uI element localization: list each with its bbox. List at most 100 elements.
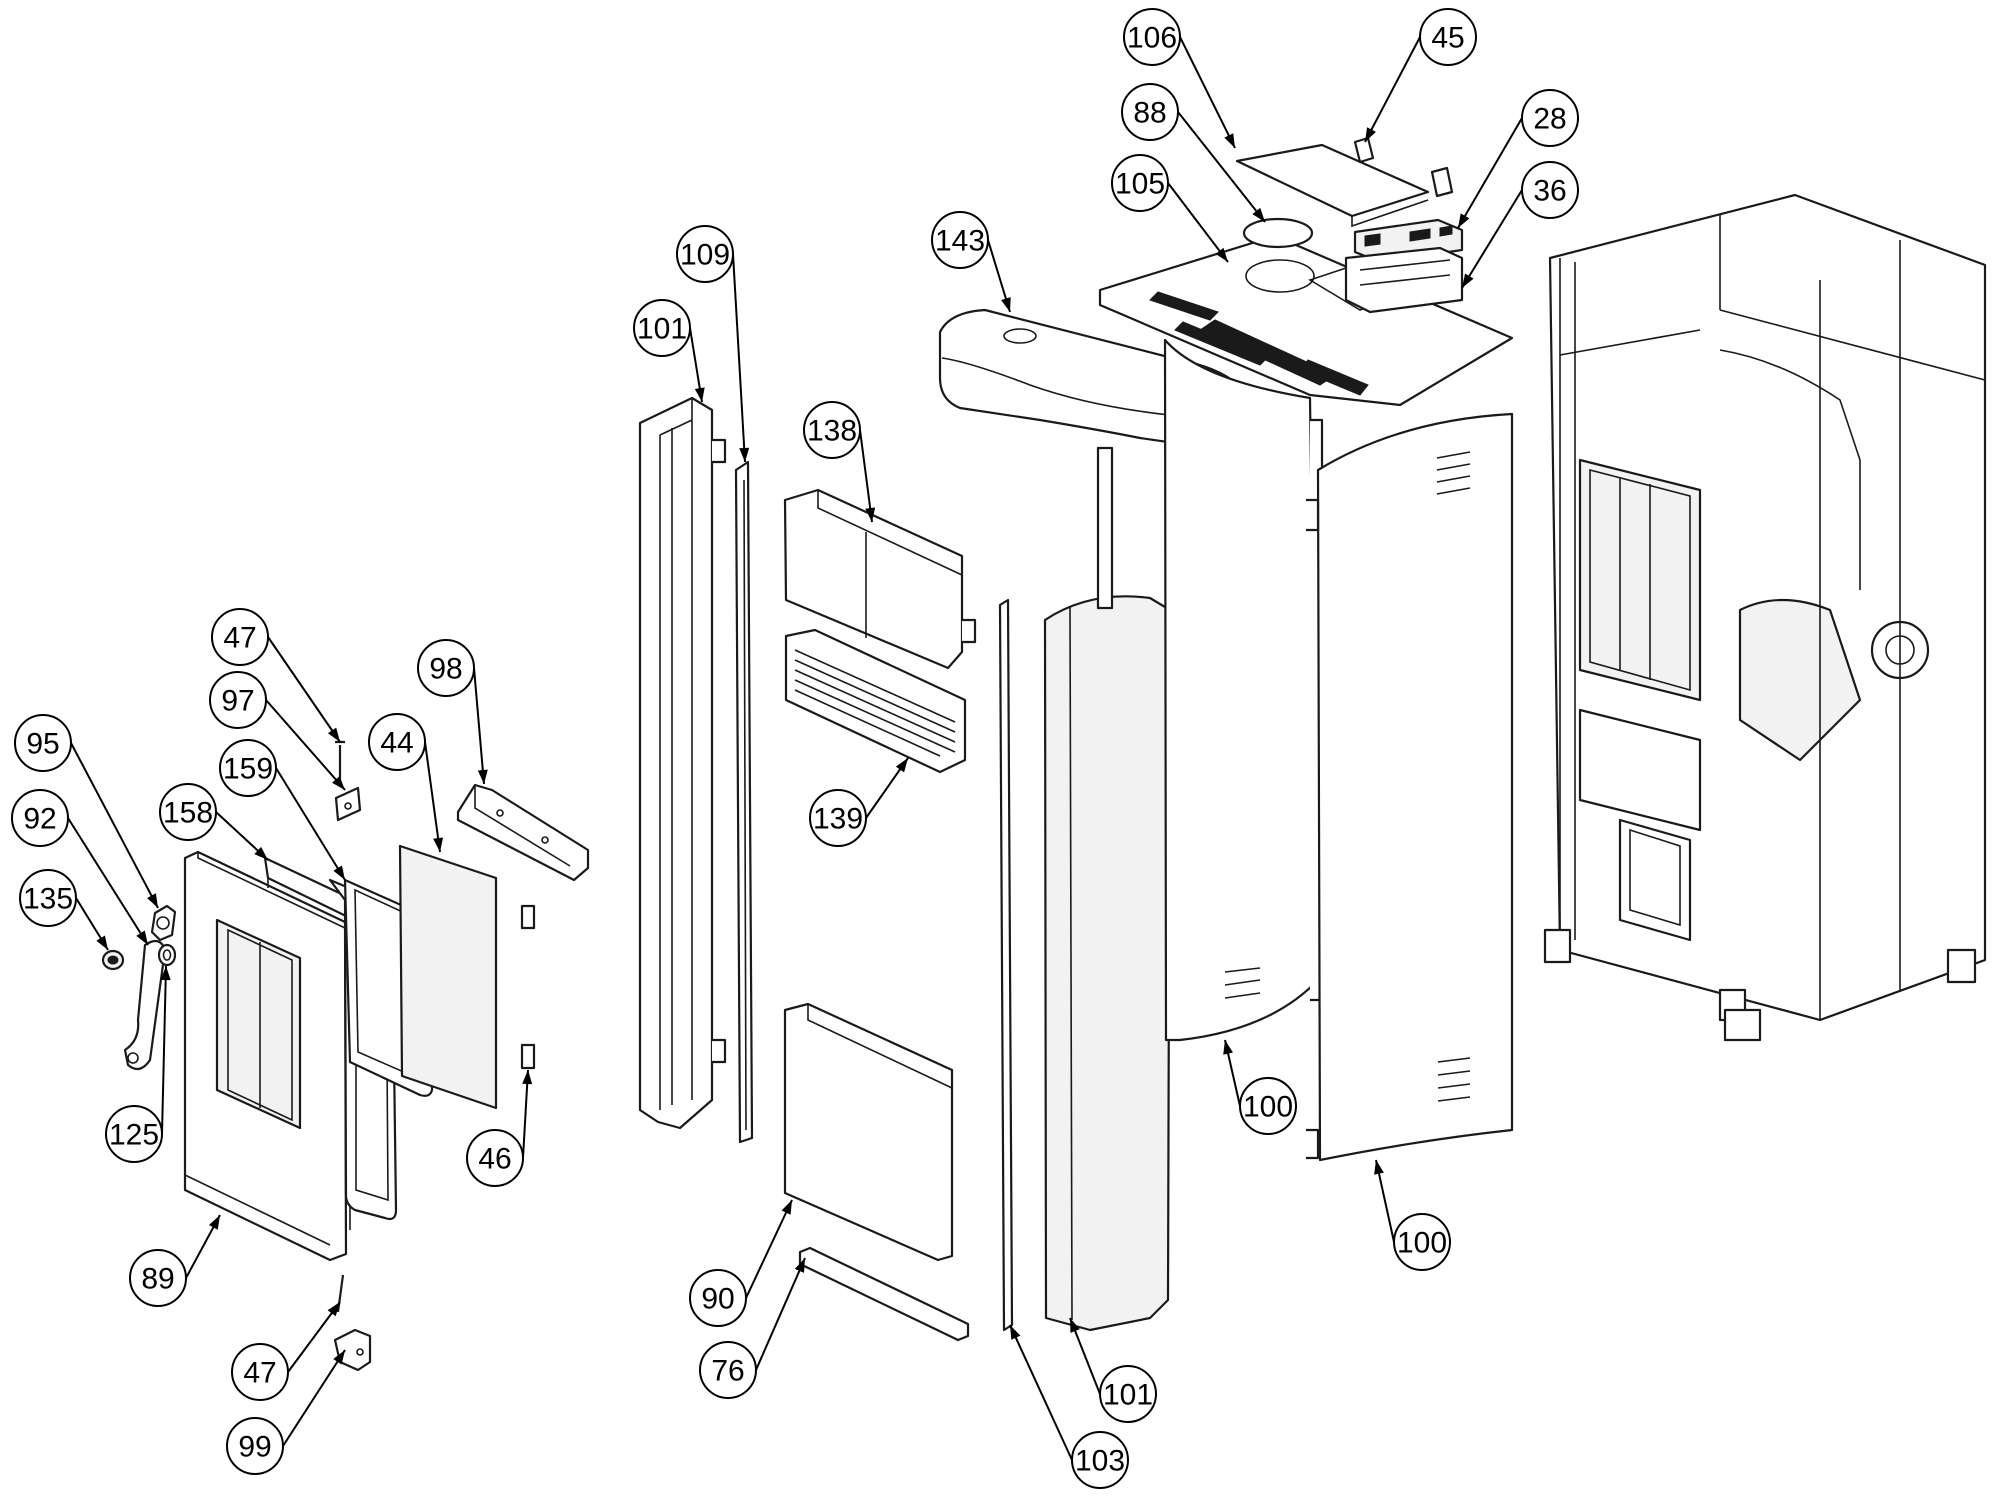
callout-label: 100 [1397, 1227, 1447, 1260]
callout-c100a: 100 [1223, 1039, 1297, 1135]
callout-c89: 89 [129, 1214, 221, 1307]
callout-circle [1099, 1365, 1157, 1423]
callout-leader [287, 1301, 341, 1373]
part-strip-103 [998, 598, 1014, 1332]
callout-arrow [1001, 297, 1011, 312]
callout-label: 158 [163, 797, 213, 830]
callout-circle [159, 783, 217, 841]
callout-label: 105 [1115, 168, 1165, 201]
callout-c97: 97 [209, 671, 346, 791]
part-pipe [1096, 446, 1114, 610]
callout-circle [11, 789, 69, 847]
callout-label: 106 [1127, 22, 1177, 55]
callout-arrow [1215, 247, 1228, 262]
callout-c135: 135 [19, 869, 109, 951]
callout-c46: 46 [466, 1069, 533, 1187]
callout-label: 138 [807, 415, 857, 448]
part-bracket-98 [456, 783, 590, 882]
part-front-column-101b [1043, 595, 1172, 1332]
callout-leader [522, 1069, 529, 1159]
callout-arrow [1462, 273, 1474, 288]
callout-circle [1071, 1431, 1129, 1489]
callout-circle [1111, 154, 1169, 212]
callout-leader [424, 741, 441, 853]
callout-c100b: 100 [1374, 1159, 1451, 1271]
callout-label: 47 [223, 622, 256, 655]
callout-arrow [865, 507, 876, 522]
callout-c109: 109 [676, 225, 750, 463]
callout-circle [105, 1105, 163, 1163]
callout-circle [417, 639, 475, 697]
callout-arrow [332, 776, 345, 790]
callout-c98: 98 [417, 639, 488, 785]
callout-circle [14, 714, 72, 772]
callout-leader [1009, 1324, 1073, 1461]
callout-arrow [1070, 1318, 1080, 1333]
callout-circle [1123, 8, 1181, 66]
callout-circle [1121, 83, 1179, 141]
part-knob-135 [101, 949, 125, 971]
callout-arrow [1223, 1040, 1233, 1055]
callout-circle [1393, 1213, 1451, 1271]
callout-c95: 95 [14, 714, 159, 909]
callout-arrow [522, 1070, 533, 1085]
callout-arrow [333, 865, 345, 880]
callout-arrow [694, 387, 705, 402]
part-strip-109 [734, 460, 754, 1144]
callout-circle [368, 713, 426, 771]
callout-label: 125 [109, 1119, 159, 1152]
callout-c44: 44 [368, 713, 444, 853]
callout-arrow [160, 966, 171, 981]
callout-circle [676, 225, 734, 283]
callout-c92: 92 [11, 789, 149, 946]
callout-label: 88 [1133, 97, 1166, 130]
part-stove-body [1543, 193, 1987, 1042]
callout-label: 99 [238, 1431, 271, 1464]
callout-label: 135 [23, 883, 73, 916]
callout-leader [473, 667, 485, 785]
part-clip-46 [520, 904, 536, 1070]
callout-leader [732, 253, 746, 463]
callout-label: 100 [1243, 1091, 1293, 1124]
callout-c105: 105 [1111, 154, 1229, 263]
callout-arrow [136, 930, 148, 945]
callout-circle [1239, 1077, 1297, 1135]
part-handle-lever-92 [123, 939, 167, 1071]
callout-leader [267, 636, 341, 743]
callout-circle [466, 1129, 524, 1187]
callout-circle [689, 1269, 747, 1327]
part-lower-panel-90 [783, 1002, 954, 1262]
callout-arrow [327, 727, 340, 742]
callout-leader [282, 1349, 346, 1447]
callout-leader [1167, 182, 1229, 263]
callout-arrow [433, 837, 444, 852]
callout-c143: 143 [931, 211, 1011, 313]
callout-c101b: 101 [1069, 1317, 1157, 1423]
callout-arrow [781, 1200, 792, 1215]
callout-circle [1419, 8, 1477, 66]
callout-label: 97 [221, 685, 254, 718]
callout-leader [70, 742, 159, 909]
part-ring-88 [1242, 217, 1314, 249]
callout-c125: 125 [105, 965, 171, 1163]
callout-label: 159 [223, 753, 273, 786]
callout-label: 28 [1533, 103, 1566, 136]
callout-arrow [895, 758, 908, 773]
callout-leader [1177, 111, 1266, 223]
callout-label: 47 [243, 1357, 276, 1390]
callout-label: 36 [1533, 175, 1566, 208]
callout-circle [209, 671, 267, 729]
callout-circle [129, 1249, 187, 1307]
part-side-panel-100a [1163, 338, 1324, 1042]
callout-c101a: 101 [633, 299, 705, 403]
callout-c45: 45 [1364, 8, 1477, 143]
callout-arrow [1252, 207, 1265, 222]
callout-label: 46 [478, 1143, 511, 1176]
callout-label: 44 [380, 727, 413, 760]
callout-c139: 139 [809, 757, 909, 847]
callout-leader [1179, 36, 1236, 149]
part-lid-106 [1235, 143, 1430, 228]
